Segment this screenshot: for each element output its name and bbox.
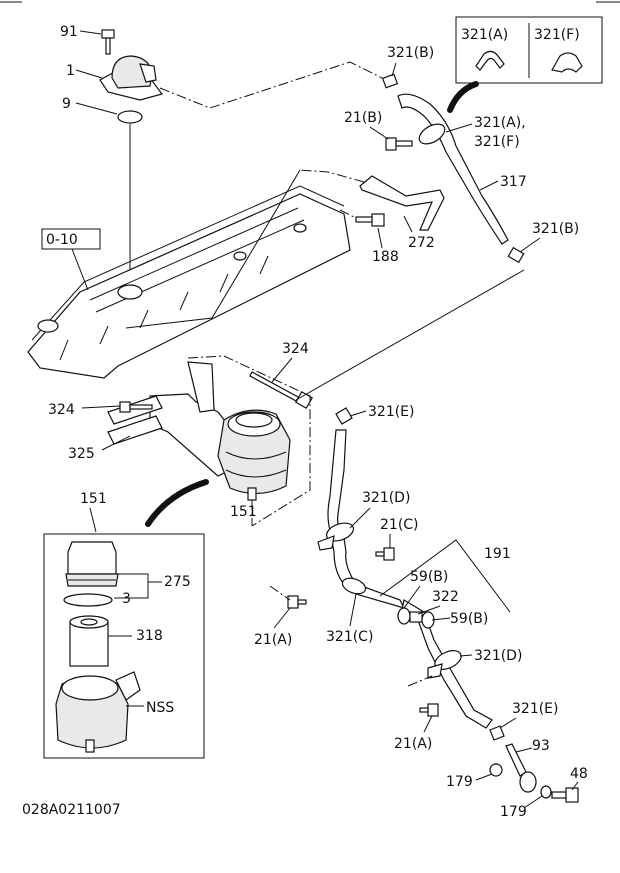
label-317: 317 (500, 174, 527, 190)
filter-detail-box (43, 533, 205, 759)
bolt-21c-icon (375, 547, 395, 561)
o-ring-3-icon (63, 593, 113, 607)
label-9: 9 (62, 96, 71, 112)
bolt-21a-left-icon (287, 595, 307, 609)
label-179-a: 179 (446, 774, 473, 790)
label-21b: 21(B) (344, 110, 382, 126)
label-151-top: 151 (80, 491, 107, 507)
bolt-91-icon (101, 29, 115, 55)
washer-179-b-icon (540, 785, 552, 799)
label-151-mid: 151 (230, 504, 257, 520)
bolt-21b-icon (385, 137, 413, 151)
label-322: 322 (432, 589, 459, 605)
long-bolt-324-icon (249, 371, 314, 410)
label-21a-bottom: 21(A) (394, 736, 432, 752)
label-3: 3 (122, 591, 131, 607)
washer-179-a-icon (489, 763, 503, 777)
fuel-filter-151-icon (217, 409, 291, 501)
bolt-321b-right-icon (507, 246, 525, 264)
clip-321e-mid-icon (335, 407, 353, 425)
label-325: 325 (68, 446, 95, 462)
inset-label-321a: 321(A) (461, 27, 508, 43)
clip-inset-box: 321(A) 321(F) (455, 16, 603, 84)
label-324-top: 324 (282, 341, 309, 357)
label-59b-a: 59(B) (410, 569, 448, 585)
label-21a-left: 21(A) (254, 632, 292, 648)
label-0-10: 0-10 (46, 232, 78, 248)
label-321d-right: 321(D) (474, 648, 522, 664)
label-1: 1 (66, 63, 75, 79)
label-272: 272 (408, 235, 435, 251)
label-321f: 321(F) (474, 134, 520, 150)
clip-f-icon (551, 52, 583, 73)
label-321e-mid: 321(E) (368, 404, 415, 420)
label-321e-bottom: 321(E) (512, 701, 559, 717)
eye-joint-93-icon (505, 743, 537, 793)
clip-321af-icon (418, 123, 446, 145)
bolt-324-left-icon (119, 401, 153, 413)
label-91: 91 (60, 24, 78, 40)
bracket-325-icon (107, 361, 233, 477)
fitting-59b-322-icon (397, 607, 435, 629)
cylinder-head-cover-icon (27, 185, 351, 379)
hose-317-icon (397, 93, 509, 245)
clip-a-icon (475, 50, 505, 71)
bracket-272-icon (359, 175, 445, 231)
label-21c: 21(C) (380, 517, 419, 533)
label-nss: NSS (146, 700, 174, 716)
clip-321c-icon (341, 577, 367, 595)
label-188: 188 (372, 249, 399, 265)
filter-cap-275-icon (65, 541, 119, 587)
label-321b-right: 321(B) (532, 221, 579, 237)
thermostat-housing-icon (99, 55, 164, 101)
o-ring-9-icon (117, 110, 143, 124)
label-318: 318 (136, 628, 163, 644)
filter-body-nss-icon (55, 671, 141, 753)
bolt-188-icon (355, 213, 385, 227)
drawing-code: 028A0211007 (22, 802, 121, 818)
label-324-left: 324 (48, 402, 75, 418)
bolt-321b-top-icon (381, 73, 399, 89)
label-321b-top: 321(B) (387, 45, 434, 61)
label-48: 48 (570, 766, 588, 782)
label-321d-mid: 321(D) (362, 490, 410, 506)
label-321a: 321(A), (474, 115, 526, 131)
inset-label-321f: 321(F) (534, 27, 580, 43)
label-179-b: 179 (500, 804, 527, 820)
label-93: 93 (532, 738, 550, 754)
label-59b-b: 59(B) (450, 611, 488, 627)
label-191: 191 (484, 546, 511, 562)
clip-321d-right-icon (427, 650, 462, 679)
label-275: 275 (164, 574, 191, 590)
clip-321d-mid-icon (317, 522, 355, 551)
filter-element-318-icon (69, 615, 109, 667)
eye-bolt-48-icon (551, 787, 579, 803)
bolt-21a-bottom-icon (419, 703, 439, 717)
label-321c: 321(C) (326, 629, 373, 645)
clip-321e-bottom-icon (489, 725, 505, 741)
